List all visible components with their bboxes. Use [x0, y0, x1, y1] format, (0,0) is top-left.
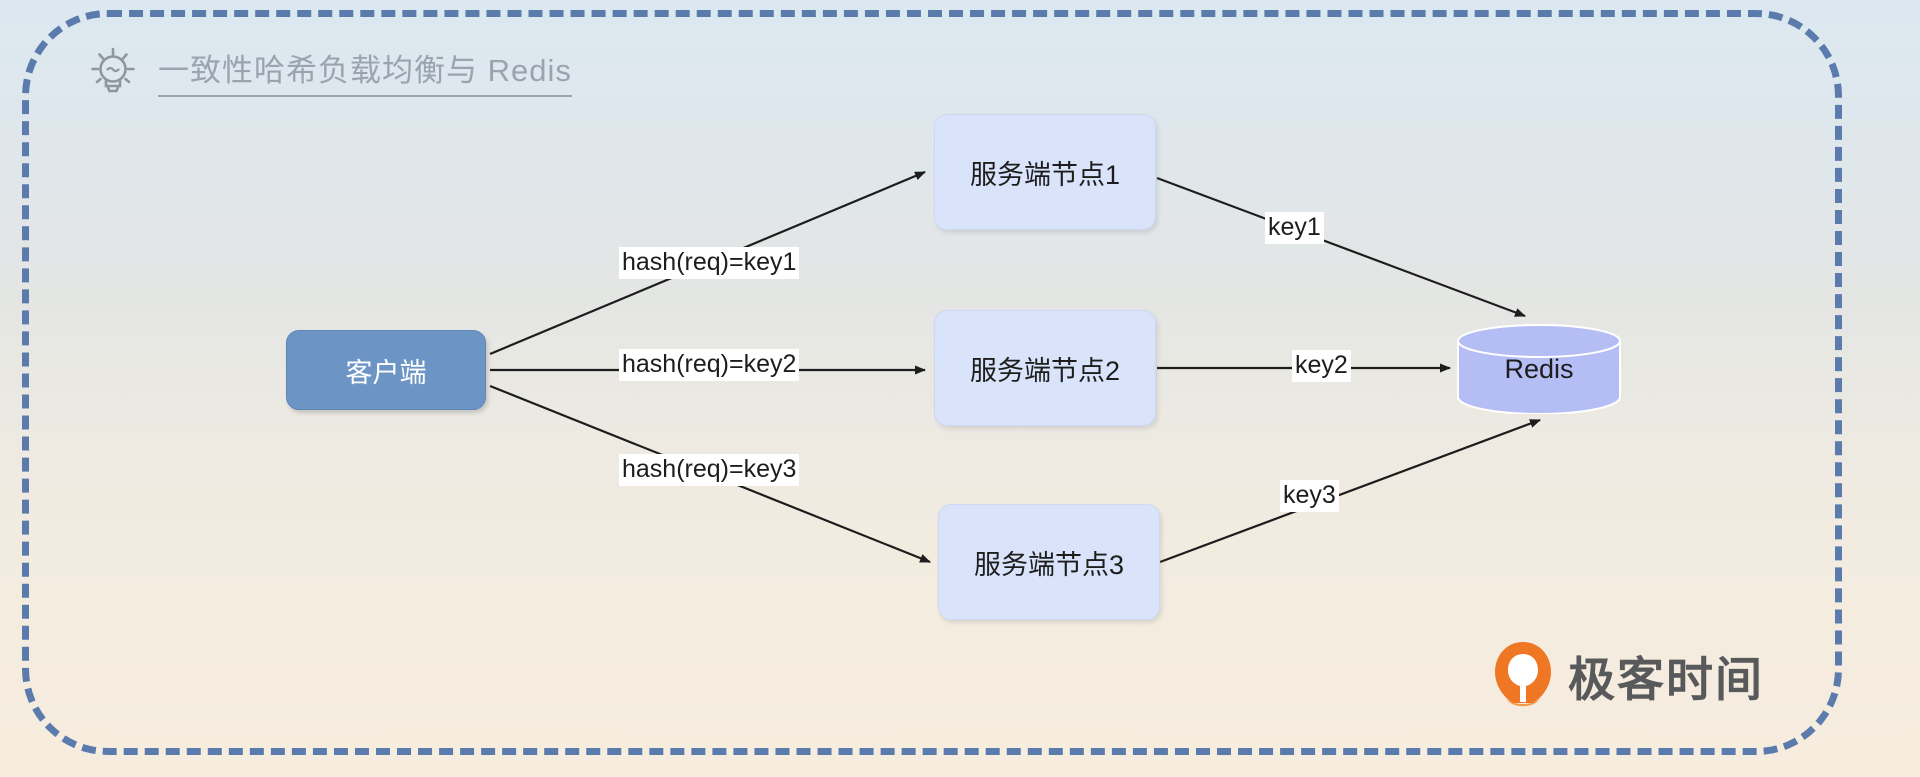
- edge-server1-redis: [1156, 176, 1526, 318]
- edge-label-hash-key2: hash(req)=key2: [619, 349, 800, 381]
- redis-cylinder-shape: [1457, 324, 1621, 415]
- geektime-logo-group: 极客时间: [1492, 640, 1764, 710]
- geektime-logo-text: 极客时间: [1568, 652, 1764, 706]
- node-client-label: 客户端: [345, 357, 427, 388]
- edge-label-key1: key1: [1265, 212, 1324, 244]
- edge-server3-redis: [1159, 418, 1541, 564]
- node-client[interactable]: 客户端: [286, 330, 486, 410]
- node-server-2[interactable]: 服务端节点2: [934, 310, 1156, 426]
- edge-label-hash-key1: hash(req)=key1: [619, 247, 800, 279]
- node-redis[interactable]: Redis: [1456, 324, 1622, 415]
- lightbulb-icon: [91, 47, 135, 93]
- page-title: 一致性哈希负载均衡与 Redis: [158, 45, 572, 97]
- edge-label-key3: key3: [1280, 480, 1339, 512]
- diagram-title-group: 一致性哈希负载均衡与 Redis: [86, 42, 572, 100]
- node-server-2-label: 服务端节点2: [969, 355, 1121, 386]
- node-server-1-label: 服务端节点1: [969, 159, 1121, 190]
- node-server-1[interactable]: 服务端节点1: [934, 114, 1156, 230]
- edge-label-key2: key2: [1292, 350, 1351, 382]
- geektime-logo-icon: [1495, 642, 1551, 707]
- edge-label-hash-key3: hash(req)=key3: [619, 454, 800, 486]
- node-server-3-label: 服务端节点3: [973, 549, 1125, 580]
- node-server-3[interactable]: 服务端节点3: [938, 504, 1160, 620]
